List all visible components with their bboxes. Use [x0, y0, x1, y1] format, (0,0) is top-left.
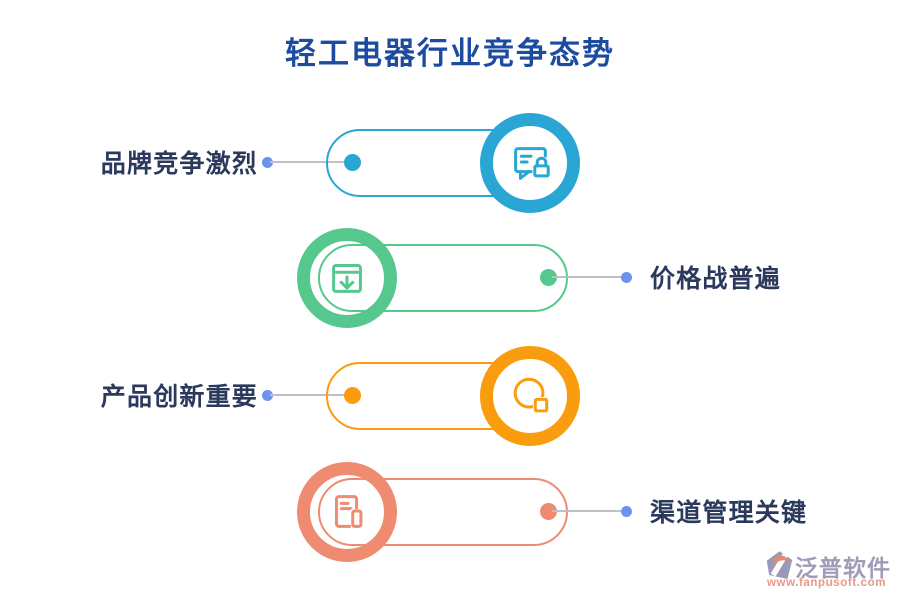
connector-dot — [262, 157, 273, 168]
chat-lock-icon — [507, 140, 551, 186]
connector-line — [270, 394, 350, 396]
row-label: 品牌竞争激烈 — [100, 150, 258, 178]
connector-dot — [262, 390, 273, 401]
watermark-name: 泛普软件 — [795, 555, 891, 581]
connector-dot — [621, 272, 632, 283]
accent-dot — [344, 154, 361, 171]
row-label: 渠道管理关键 — [650, 499, 808, 527]
pie-chart-icon — [507, 373, 551, 415]
connector-line — [552, 510, 622, 512]
page-title: 轻工电器行业竞争态势 — [285, 36, 615, 71]
icon-ring — [480, 346, 580, 446]
diagram-row-brand-competition: 品牌竞争激烈 — [0, 113, 900, 213]
pill-shape — [318, 244, 568, 312]
accent-dot — [540, 269, 557, 286]
accent-dot — [540, 503, 557, 520]
diagram-row-product-innovation: 产品创新重要 — [0, 346, 900, 446]
watermark-logo-icon — [766, 551, 793, 579]
row-label: 价格战普遍 — [650, 265, 782, 293]
connector-dot — [621, 506, 632, 517]
row-label: 产品创新重要 — [100, 383, 258, 411]
pill-shape — [318, 478, 568, 546]
connector-line — [270, 161, 350, 163]
connector-line — [552, 276, 622, 278]
accent-dot — [344, 387, 361, 404]
watermark: 泛普软件 www.fanpusoft.com — [766, 549, 898, 595]
watermark-url: www.fanpusoft.com — [767, 577, 887, 589]
diagram-row-price-war: 价格战普遍 — [0, 228, 900, 328]
diagram-row-channel-management: 渠道管理关键 — [0, 462, 900, 562]
icon-ring — [480, 113, 580, 213]
